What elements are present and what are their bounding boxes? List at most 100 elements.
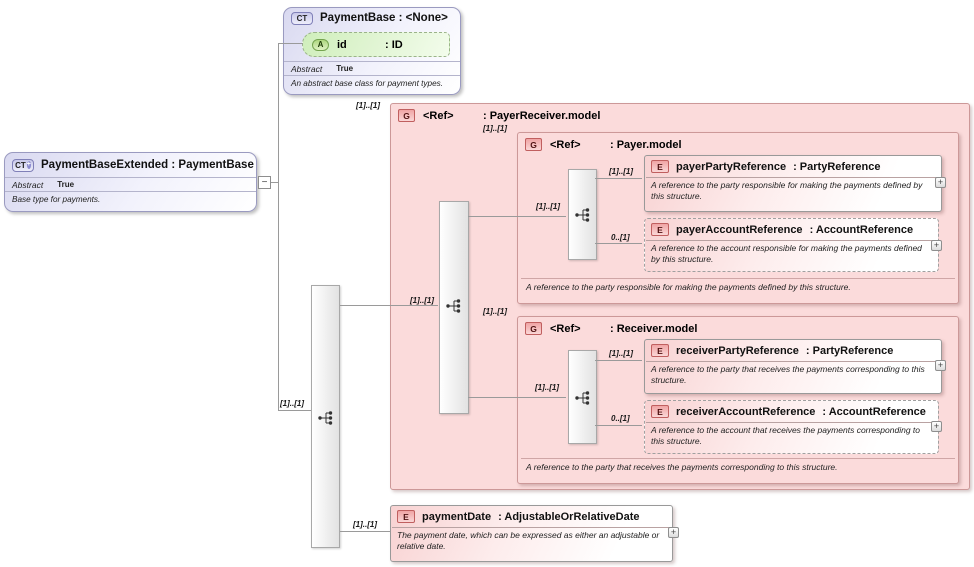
element-type: : AdjustableOrRelativeDate (498, 510, 640, 523)
group-header: G <Ref> : Payer.model (525, 138, 682, 151)
abstract-row: Abstract True (284, 61, 460, 75)
element-icon: E (397, 510, 415, 523)
element-box-receiveraccountreference[interactable]: E receiverAccountReference : AccountRefe… (644, 400, 939, 454)
connector-receiver-group (468, 397, 566, 398)
element-type: : AccountReference (822, 405, 926, 418)
element-icon: E (651, 223, 669, 236)
element-type: : AccountReference (809, 223, 914, 236)
connector-payerreceiver-group (340, 305, 438, 306)
element-header: E paymentDate : AdjustableOrRelativeDate (391, 506, 672, 527)
multiplicity-label-payer-group: [1]..[1] (483, 124, 507, 133)
multiplicity-label-receiver-group: [1]..[1] (483, 307, 507, 316)
connector-inheritance-spine (278, 43, 279, 411)
connector-receiveraccountreference (595, 425, 642, 426)
multiplicity-label-payerreceiver-group: [1]..[1] (356, 101, 380, 110)
complex-type-header: CT+ PaymentBaseExtended : PaymentBase (5, 153, 256, 177)
multiplicity-label-receiveraccountreference: 0..[1] (611, 414, 630, 423)
complex-type-derived-icon: CT+ (12, 158, 34, 172)
element-box-receiverpartyreference[interactable]: E receiverPartyReference : PartyReferenc… (644, 339, 942, 394)
sequence-bar-payerreceiver (439, 201, 469, 414)
element-header: E payerPartyReference : PartyReference (645, 156, 941, 177)
complex-type-icon: CT (291, 11, 313, 25)
attribute-box-id[interactable]: A id : ID (302, 32, 450, 57)
element-header: E receiverPartyReference : PartyReferenc… (645, 340, 941, 361)
sequence-bar-main (311, 285, 340, 548)
group-header: G <Ref> : Receiver.model (525, 322, 697, 335)
sequence-icon (318, 411, 333, 425)
complex-type-header: CT PaymentBase : <None> (284, 8, 460, 28)
abstract-row: Abstract True (5, 177, 256, 191)
collapse-button-main[interactable]: − (258, 176, 271, 189)
connector-parent-attribute (278, 43, 303, 44)
type-title: PaymentBaseExtended : PaymentBase (41, 159, 254, 171)
group-header: G <Ref> : PayerReceiver.model (398, 109, 600, 122)
group-icon: G (398, 109, 415, 122)
derived-plus-icon: + (26, 161, 31, 169)
element-name: receiverPartyReference (676, 344, 799, 357)
element-name: paymentDate (422, 510, 492, 523)
element-header: E receiverAccountReference : AccountRefe… (645, 401, 938, 422)
element-annotation: A reference to the party that receives t… (646, 361, 940, 388)
complex-type-box-paymentbase[interactable]: CT PaymentBase : <None> A id : ID Abstra… (283, 7, 461, 95)
abstract-label: Abstract (12, 179, 44, 190)
expand-button-payerpartyreference[interactable]: + (935, 177, 946, 188)
attribute-name: id (337, 38, 347, 51)
group-box-receiver-model[interactable]: G <Ref> : Receiver.model (517, 316, 959, 484)
element-name: receiverAccountReference (676, 405, 816, 418)
element-name: payerPartyReference (676, 160, 787, 173)
complex-type-box-paymentbaseextended[interactable]: CT+ PaymentBaseExtended : PaymentBase Ab… (4, 152, 257, 212)
group-box-payerreceiver-model[interactable]: G <Ref> : PayerReceiver.model G <Ref> (390, 103, 970, 490)
connector-payer-group (468, 216, 566, 217)
expand-button-receiveraccountreference[interactable]: + (931, 421, 942, 432)
multiplicity-label-payeraccountreference: 0..[1] (611, 233, 630, 242)
connector-main-box (271, 182, 278, 183)
attribute-icon: A (312, 38, 329, 51)
multiplicity-label-receiver-content: [1]..[1] (535, 383, 559, 392)
group-name: <Ref> (550, 322, 581, 335)
connector-main-sequence (278, 410, 311, 411)
element-header: E payerAccountReference : AccountReferen… (645, 219, 938, 240)
group-icon: G (525, 138, 542, 151)
abstract-value: True (336, 64, 354, 73)
multiplicity-label-paymentdate: [1]..[1] (353, 520, 377, 529)
group-icon: G (525, 322, 542, 335)
connector-payeraccountreference (595, 243, 642, 244)
expand-button-paymentdate[interactable]: + (668, 527, 679, 538)
group-type: : Payer.model (610, 138, 682, 151)
group-name: <Ref> (423, 109, 454, 122)
abstract-value: True (57, 180, 75, 189)
abstract-label: Abstract (291, 63, 323, 74)
multiplicity-label-receiverpartyreference: [1]..[1] (609, 349, 633, 358)
expand-button-receiverpartyreference[interactable]: + (935, 360, 946, 371)
group-annotation: A reference to the party that receives t… (521, 458, 955, 482)
sequence-icon (575, 391, 590, 405)
multiplicity-label-main-sequence: [1]..[1] (280, 399, 304, 408)
element-annotation: A reference to the account that receives… (646, 422, 937, 449)
element-annotation: A reference to the party responsible for… (646, 177, 940, 204)
element-type: : PartyReference (793, 160, 881, 173)
type-annotation: Base type for payments. (5, 191, 256, 209)
multiplicity-label-payerreceiver-content: [1]..[1] (410, 296, 434, 305)
multiplicity-label-payer-content: [1]..[1] (536, 202, 560, 211)
expand-button-payeraccountreference[interactable]: + (931, 240, 942, 251)
connector-paymentdate (340, 531, 390, 532)
sequence-bar-payer (568, 169, 597, 260)
element-box-payerpartyreference[interactable]: E payerPartyReference : PartyReference A… (644, 155, 942, 212)
group-type: : Receiver.model (610, 322, 698, 335)
element-icon: E (651, 405, 669, 418)
element-icon: E (651, 160, 669, 173)
element-box-paymentdate[interactable]: E paymentDate : AdjustableOrRelativeDate… (390, 505, 673, 562)
element-annotation: The payment date, which can be expressed… (392, 527, 671, 554)
element-box-payeraccountreference[interactable]: E payerAccountReference : AccountReferen… (644, 218, 939, 272)
group-box-payer-model[interactable]: G <Ref> : Payer.model (517, 132, 959, 304)
group-name: <Ref> (550, 138, 581, 151)
connector-receiverpartyreference (595, 360, 642, 361)
sequence-icon (446, 299, 461, 313)
sequence-bar-receiver (568, 350, 597, 444)
element-icon: E (651, 344, 669, 357)
connector-payerpartyreference (595, 178, 642, 179)
group-annotation: A reference to the party responsible for… (521, 278, 955, 302)
group-type: : PayerReceiver.model (483, 109, 601, 122)
type-annotation: An abstract base class for payment types… (284, 75, 460, 93)
